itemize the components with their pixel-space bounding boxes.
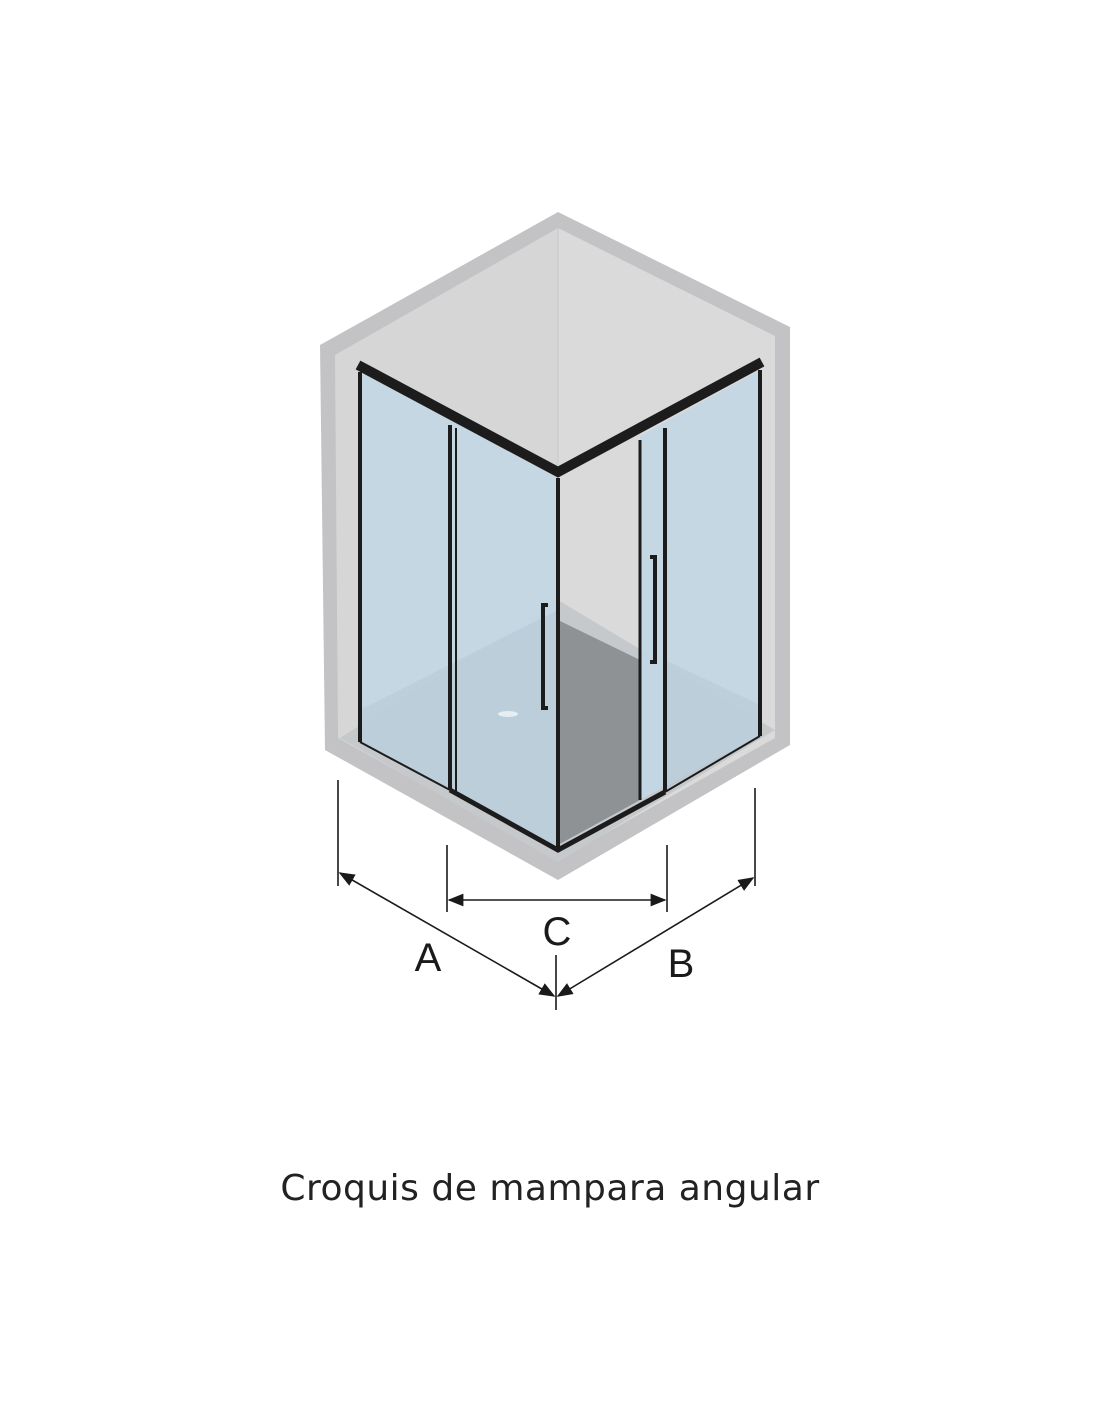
dimension-label-a: A <box>415 936 442 980</box>
door-handle-right <box>650 555 657 664</box>
dimension-b-arrow <box>556 877 755 997</box>
dimension-a-arrow <box>338 872 556 997</box>
dimension-label-c: C <box>543 910 572 954</box>
frame-profiles <box>355 357 765 853</box>
dimension-lines <box>337 780 756 1010</box>
shower-floor <box>558 620 640 845</box>
door-handle-left <box>541 603 548 710</box>
dimension-label-b: B <box>668 942 695 986</box>
diagram-caption: Croquis de mampara angular <box>280 1168 820 1209</box>
